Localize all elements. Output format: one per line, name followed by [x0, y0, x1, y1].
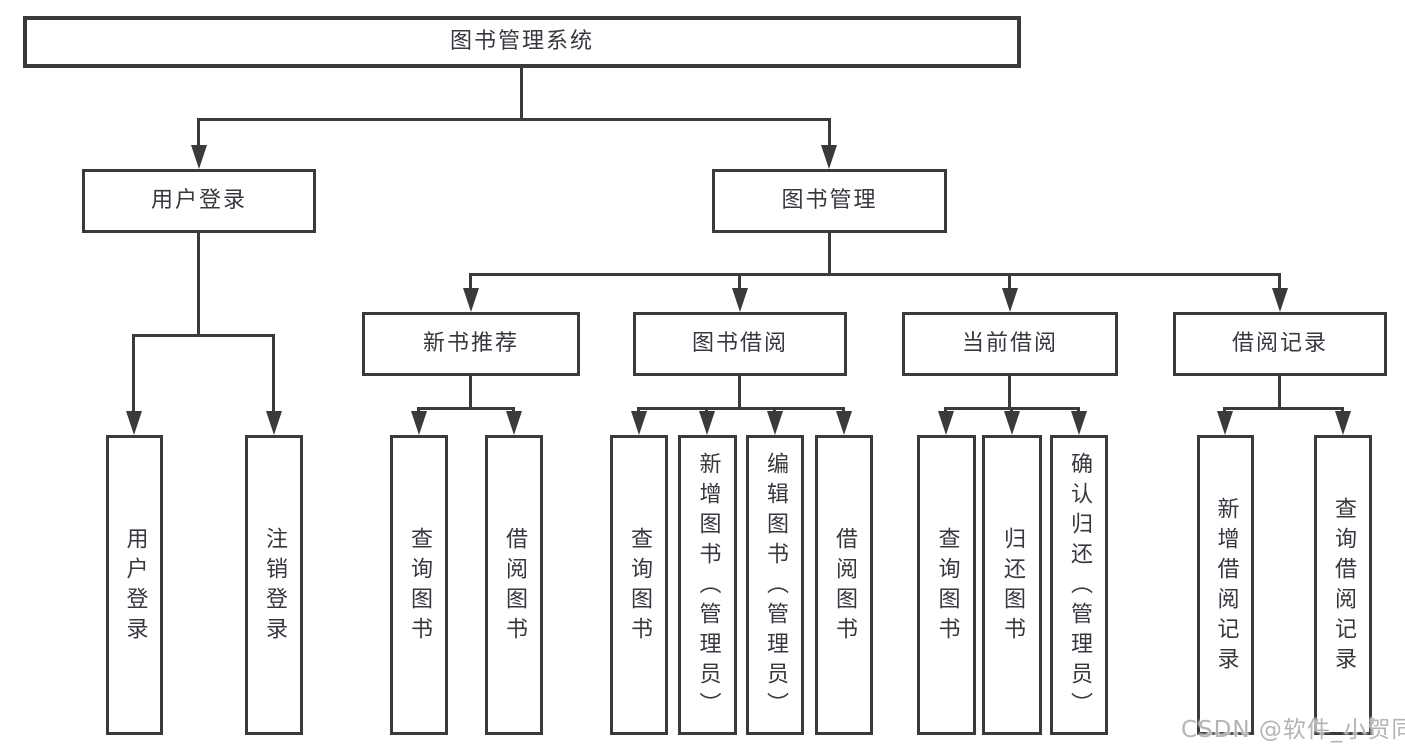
- node-root-system: 图书管理系统: [23, 16, 1021, 68]
- connector-user-login-stem: [197, 233, 200, 334]
- arrowhead-leaf-logout: [266, 411, 282, 435]
- node-current-borrow: 当前借阅: [902, 312, 1118, 376]
- leaf-add-borrow-record: 新增借阅记录: [1197, 435, 1254, 735]
- arrowhead-new-book: [463, 288, 479, 312]
- connector-current-borrow-stem: [1008, 376, 1011, 407]
- connector-drop-borrow-records: [1278, 273, 1281, 291]
- connector-drop-user-login: [197, 118, 200, 148]
- arrowhead-book-borrow: [732, 288, 748, 312]
- arrowhead-leaf: [411, 411, 427, 435]
- leaf-borrow-books: 借阅图书: [815, 435, 873, 735]
- arrowhead-leaf: [1335, 411, 1351, 435]
- leaf-user-login: 用户登录: [106, 435, 163, 735]
- node-borrow-records: 借阅记录: [1173, 312, 1387, 376]
- connector-drop-leaf-logout: [272, 334, 275, 414]
- connector-level2-rail: [197, 118, 831, 121]
- connector-drop-leaf-login: [132, 334, 135, 414]
- arrowhead-leaf: [1217, 411, 1233, 435]
- leaf-query-borrow-record: 查询借阅记录: [1314, 435, 1372, 735]
- node-new-book-recommend: 新书推荐: [362, 312, 580, 376]
- arrowhead-leaf-login: [126, 411, 142, 435]
- connector-drop-book-management: [828, 118, 831, 148]
- connector-root-stem: [520, 68, 523, 118]
- connector-borrow-records-rail: [1223, 407, 1344, 410]
- arrowhead-leaf: [1071, 411, 1087, 435]
- leaf-borrow-books-recommend: 借阅图书: [485, 435, 543, 735]
- connector-drop-book-borrow: [738, 273, 741, 291]
- arrowhead-leaf: [938, 411, 954, 435]
- arrowhead-leaf: [1004, 411, 1020, 435]
- arrowhead-user-login: [191, 145, 207, 169]
- arrowhead-book-management: [821, 145, 837, 169]
- connector-book-borrow-rail: [637, 407, 845, 410]
- connector-borrow-records-stem: [1278, 376, 1281, 407]
- leaf-confirm-return-admin: 确认归还（管理员）: [1050, 435, 1108, 735]
- arrowhead-current-borrow: [1002, 288, 1018, 312]
- connector-user-login-rail: [132, 334, 275, 337]
- leaf-query-books-recommend: 查询图书: [390, 435, 448, 735]
- connector-new-book-rail: [417, 407, 515, 410]
- leaf-query-books-current: 查询图书: [917, 435, 976, 735]
- connector-drop-new-book: [469, 273, 472, 291]
- node-book-borrow: 图书借阅: [633, 312, 847, 376]
- watermark: CSDN @软件_小贺同学: [1181, 717, 1405, 743]
- arrowhead-leaf: [506, 411, 522, 435]
- arrowhead-leaf: [767, 411, 783, 435]
- leaf-query-books-borrow: 查询图书: [610, 435, 668, 735]
- arrowhead-borrow-records: [1272, 288, 1288, 312]
- connector-drop-current-borrow: [1008, 273, 1011, 291]
- leaf-edit-book-admin: 编辑图书（管理员）: [746, 435, 804, 735]
- connector-book-borrow-stem: [738, 376, 741, 407]
- connector-level3-rail: [469, 273, 1281, 276]
- connector-book-management-stem: [828, 233, 831, 273]
- leaf-add-book-admin: 新增图书（管理员）: [678, 435, 737, 735]
- leaf-return-book: 归还图书: [982, 435, 1042, 735]
- arrowhead-leaf: [631, 411, 647, 435]
- arrowhead-leaf: [836, 411, 852, 435]
- node-user-login: 用户登录: [82, 169, 316, 233]
- connector-new-book-stem: [469, 376, 472, 407]
- leaf-logout: 注销登录: [245, 435, 303, 735]
- arrowhead-leaf: [699, 411, 715, 435]
- node-book-management: 图书管理: [712, 169, 947, 233]
